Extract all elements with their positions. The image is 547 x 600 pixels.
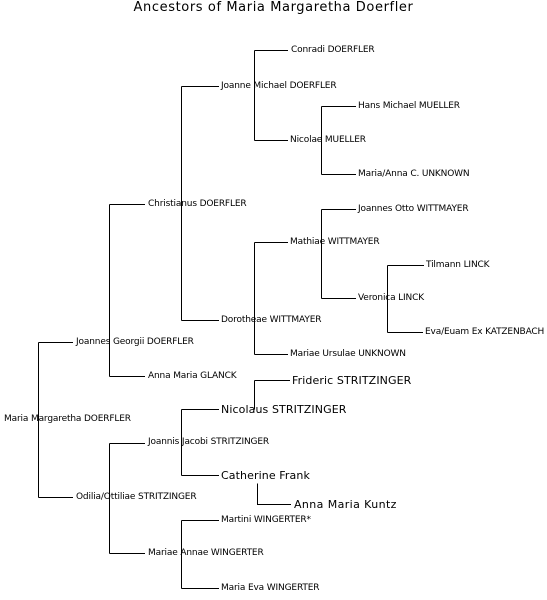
person-maria-margaretha-doerfler: Maria Margaretha DOERFLER [4, 414, 131, 424]
person-mariae-ursulae-unknown: Mariae Ursulae UNKNOWN [290, 349, 406, 359]
person-frideric-stritzinger: Frideric STRITZINGER [292, 374, 412, 387]
person-christianus-doerfler: Christianus DOERFLER [148, 199, 247, 209]
person-mariae-annae-wingerter: Mariae Annae WINGERTER [148, 548, 264, 558]
connector-lines [38, 50, 424, 589]
person-eva-katzenbach: Eva/Euam Ex KATZENBACH [425, 327, 545, 337]
connector-root [38, 342, 73, 498]
person-veronica-linck: Veronica LINCK [358, 293, 425, 303]
page-title: Ancestors of Maria Margaretha Doerfler [133, 0, 414, 15]
person-joannis-jacobi-stritzinger: Joannis Jacobi STRITZINGER [148, 437, 270, 447]
connector-nicolae-mueller [321, 106, 356, 175]
person-hans-michael-mueller: Hans Michael MUELLER [358, 101, 460, 111]
connector-joanne-michael [254, 50, 288, 141]
connector-mariae-annae [181, 520, 219, 589]
person-dorotheae-wittmayer: Dorotheae WITTMAYER [221, 315, 322, 325]
connector-mathiae [321, 209, 356, 299]
person-joannes-otto-wittmayer: Joannes Otto WITTMAYER [358, 204, 469, 214]
connector-odilia [109, 443, 145, 554]
person-conradi-doerfler: Conradi DOERFLER [291, 45, 375, 55]
person-mathiae-wittmayer: Mathiae WITTMAYER [290, 237, 380, 247]
connector-nicolaus [254, 380, 290, 410]
person-martini-wingerter: Martini WINGERTER* [221, 515, 311, 525]
connector-christianus [181, 86, 219, 321]
person-maria-eva-wingerter: Maria Eva WINGERTER [221, 583, 320, 593]
connector-joannis-jacobi [181, 409, 219, 476]
person-joannes-georgii-doerfler: Joannes Georgii DOERFLER [76, 337, 194, 347]
person-tilmann-linck: Tilmann LINCK [426, 260, 490, 270]
connector-veronica [387, 265, 424, 333]
person-anna-maria-glanck: Anna Maria GLANCK [148, 371, 237, 381]
connector-dorotheae [254, 242, 288, 355]
person-nicolae-mueller: Nicolae MUELLER [290, 135, 366, 145]
person-catherine-frank: Catherine Frank [221, 469, 310, 482]
person-anna-maria-kuntz: Anna Maria Kuntz [294, 498, 397, 511]
person-nicolaus-stritzinger: Nicolaus STRITZINGER [221, 403, 347, 416]
person-maria-anna-c-unknown: Maria/Anna C. UNKNOWN [358, 169, 470, 179]
connector-catherine-frank [257, 483, 291, 505]
person-joanne-michael-doerfler: Joanne Michael DOERFLER [221, 81, 337, 91]
connector-joannes-georgii [109, 204, 145, 377]
person-odilia-stritzinger: Odilia/Ottiliae STRITZINGER [76, 492, 197, 502]
